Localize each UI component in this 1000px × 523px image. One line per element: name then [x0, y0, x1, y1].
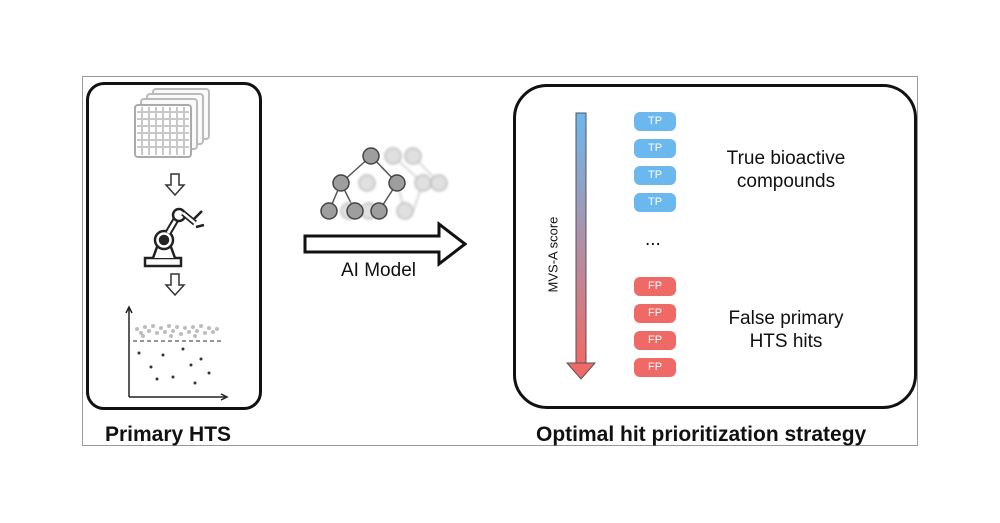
- ellipsis: ...: [645, 229, 661, 250]
- tp-tag: TP: [634, 139, 676, 158]
- down-arrow-icon: [164, 273, 186, 297]
- tp-tag: TP: [634, 193, 676, 212]
- down-arrow-icon: [164, 173, 186, 197]
- fp-tag: FP: [634, 331, 676, 350]
- tp-description-line2: compounds: [736, 171, 836, 192]
- robot-arm-icon: [143, 207, 205, 268]
- tp-description: True bioactive compounds: [701, 147, 871, 193]
- fp-tag: FP: [634, 304, 676, 323]
- right-arrow-icon: [303, 220, 468, 268]
- fp-tag: FP: [634, 358, 676, 377]
- plate-stack-icon: [134, 88, 210, 158]
- tp-description-line1: True bioactive: [726, 148, 846, 169]
- prioritization-panel: [513, 84, 917, 409]
- tp-tag: TP: [634, 112, 676, 131]
- fp-description-line1: False primary: [728, 308, 844, 329]
- prioritization-caption: Optimal hit prioritization strategy: [536, 423, 867, 446]
- fp-description: False primary HTS hits: [701, 307, 871, 353]
- ai-model-label: AI Model: [341, 260, 416, 281]
- fp-description-line2: HTS hits: [749, 331, 823, 352]
- fp-tag: FP: [634, 277, 676, 296]
- diagram-graphics: [125, 88, 597, 401]
- primary-hts-panel: [86, 82, 262, 410]
- primary-hts-caption: Primary HTS: [105, 423, 232, 446]
- figure-frame: Primary HTS Optimal hit prioritization s…: [82, 76, 918, 446]
- score-gradient-arrow-icon: [565, 112, 597, 380]
- tp-tag: TP: [634, 166, 676, 185]
- tree-model-icon: [320, 147, 448, 220]
- scatter-plot-icon: [125, 305, 229, 401]
